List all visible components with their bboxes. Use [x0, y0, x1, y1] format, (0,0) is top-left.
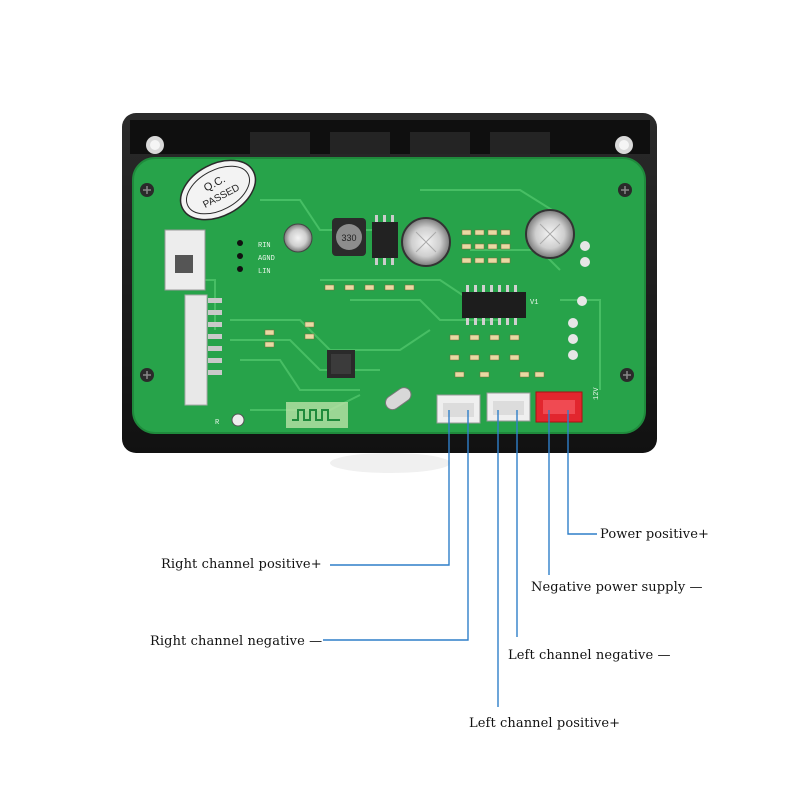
leader-power-positive — [567, 410, 597, 535]
svg-text:LIN: LIN — [258, 268, 271, 276]
crystal-oscillator — [385, 387, 412, 411]
capacitor-small — [283, 223, 313, 253]
regulator-chip — [372, 215, 398, 265]
smd-components — [264, 229, 545, 378]
label-left-channel-negative: Left channel negative — — [508, 648, 671, 663]
label-negative-power-supply: Negative power supply — — [531, 580, 703, 595]
label-power-positive: Power positive+ — [600, 527, 710, 542]
label-right-channel-negative: Right channel negative — — [150, 634, 323, 649]
bluetooth-chip — [327, 350, 355, 378]
antenna-trace — [286, 402, 348, 428]
leader-right-positive — [330, 410, 450, 566]
amplifier-ic: V1 — [462, 285, 538, 325]
svg-text:V1: V1 — [530, 299, 538, 307]
input-pads: RIN AGND LIN — [237, 240, 275, 276]
svg-text:330: 330 — [341, 233, 356, 243]
leader-right-negative — [323, 410, 469, 641]
inductor: 330 — [332, 218, 366, 256]
power-connector — [535, 391, 583, 423]
svg-text:AGND: AGND — [258, 255, 275, 263]
capacitor-large-left — [401, 217, 451, 267]
capacitor-large-right — [525, 209, 575, 259]
label-left-channel-positive: Left channel positive+ — [469, 716, 621, 731]
qc-passed-sticker: Q.C. PASSED — [179, 159, 257, 221]
svg-text:12V: 12V — [593, 387, 601, 400]
tf-card-slot — [164, 229, 222, 406]
left-channel-connector — [486, 392, 531, 422]
right-channel-connector — [436, 394, 481, 424]
label-right-channel-positive: Right channel positive+ — [161, 557, 322, 572]
svg-text:RIN: RIN — [258, 242, 271, 250]
button-pad: R — [215, 413, 245, 427]
side-pads — [568, 241, 590, 360]
leader-lines — [323, 410, 597, 707]
svg-text:R: R — [215, 419, 220, 427]
